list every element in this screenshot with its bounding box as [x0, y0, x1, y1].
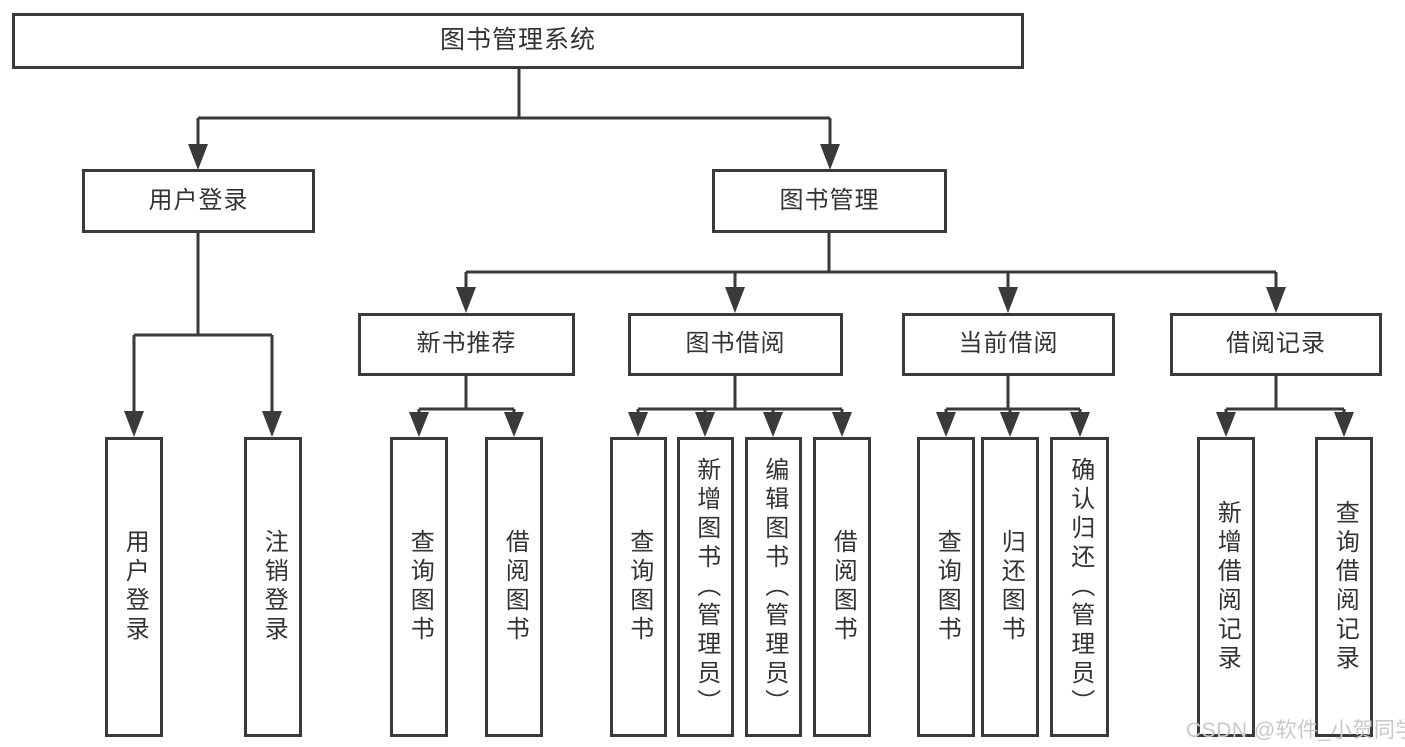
- leaf-query-books-current: 查询图书: [917, 437, 975, 737]
- node-borrow-records: 借阅记录: [1170, 313, 1382, 376]
- leaf-user-login: 用户登录: [105, 437, 163, 737]
- leaf-borrow-books-recommend: 借阅图书: [485, 437, 543, 737]
- leaf-confirm-return-admin: 确认归还（管理员）: [1050, 437, 1109, 737]
- arrowheads: [124, 144, 1354, 437]
- node-user-login: 用户登录: [82, 169, 315, 233]
- node-library-system: 图书管理系统: [12, 13, 1024, 69]
- leaf-return-books: 归还图书: [981, 437, 1039, 737]
- leaf-add-books-admin: 新增图书（管理员）: [677, 437, 734, 737]
- leaf-edit-books-admin: 编辑图书（管理员）: [745, 437, 802, 737]
- csdn-watermark: CSDN @软件_小贺同学: [1186, 719, 1405, 742]
- node-book-management: 图书管理: [712, 169, 947, 233]
- node-new-book-recommend: 新书推荐: [358, 313, 575, 376]
- node-book-borrow: 图书借阅: [628, 313, 843, 376]
- leaf-borrow-books: 借阅图书: [813, 437, 871, 737]
- leaf-query-books-recommend: 查询图书: [390, 437, 448, 737]
- leaf-query-borrow-record: 查询借阅记录: [1315, 437, 1373, 737]
- leaf-add-borrow-record: 新增借阅记录: [1197, 437, 1255, 737]
- leaf-query-books-borrow: 查询图书: [610, 437, 667, 737]
- leaf-logout: 注销登录: [244, 437, 302, 737]
- node-current-borrow: 当前借阅: [902, 313, 1115, 376]
